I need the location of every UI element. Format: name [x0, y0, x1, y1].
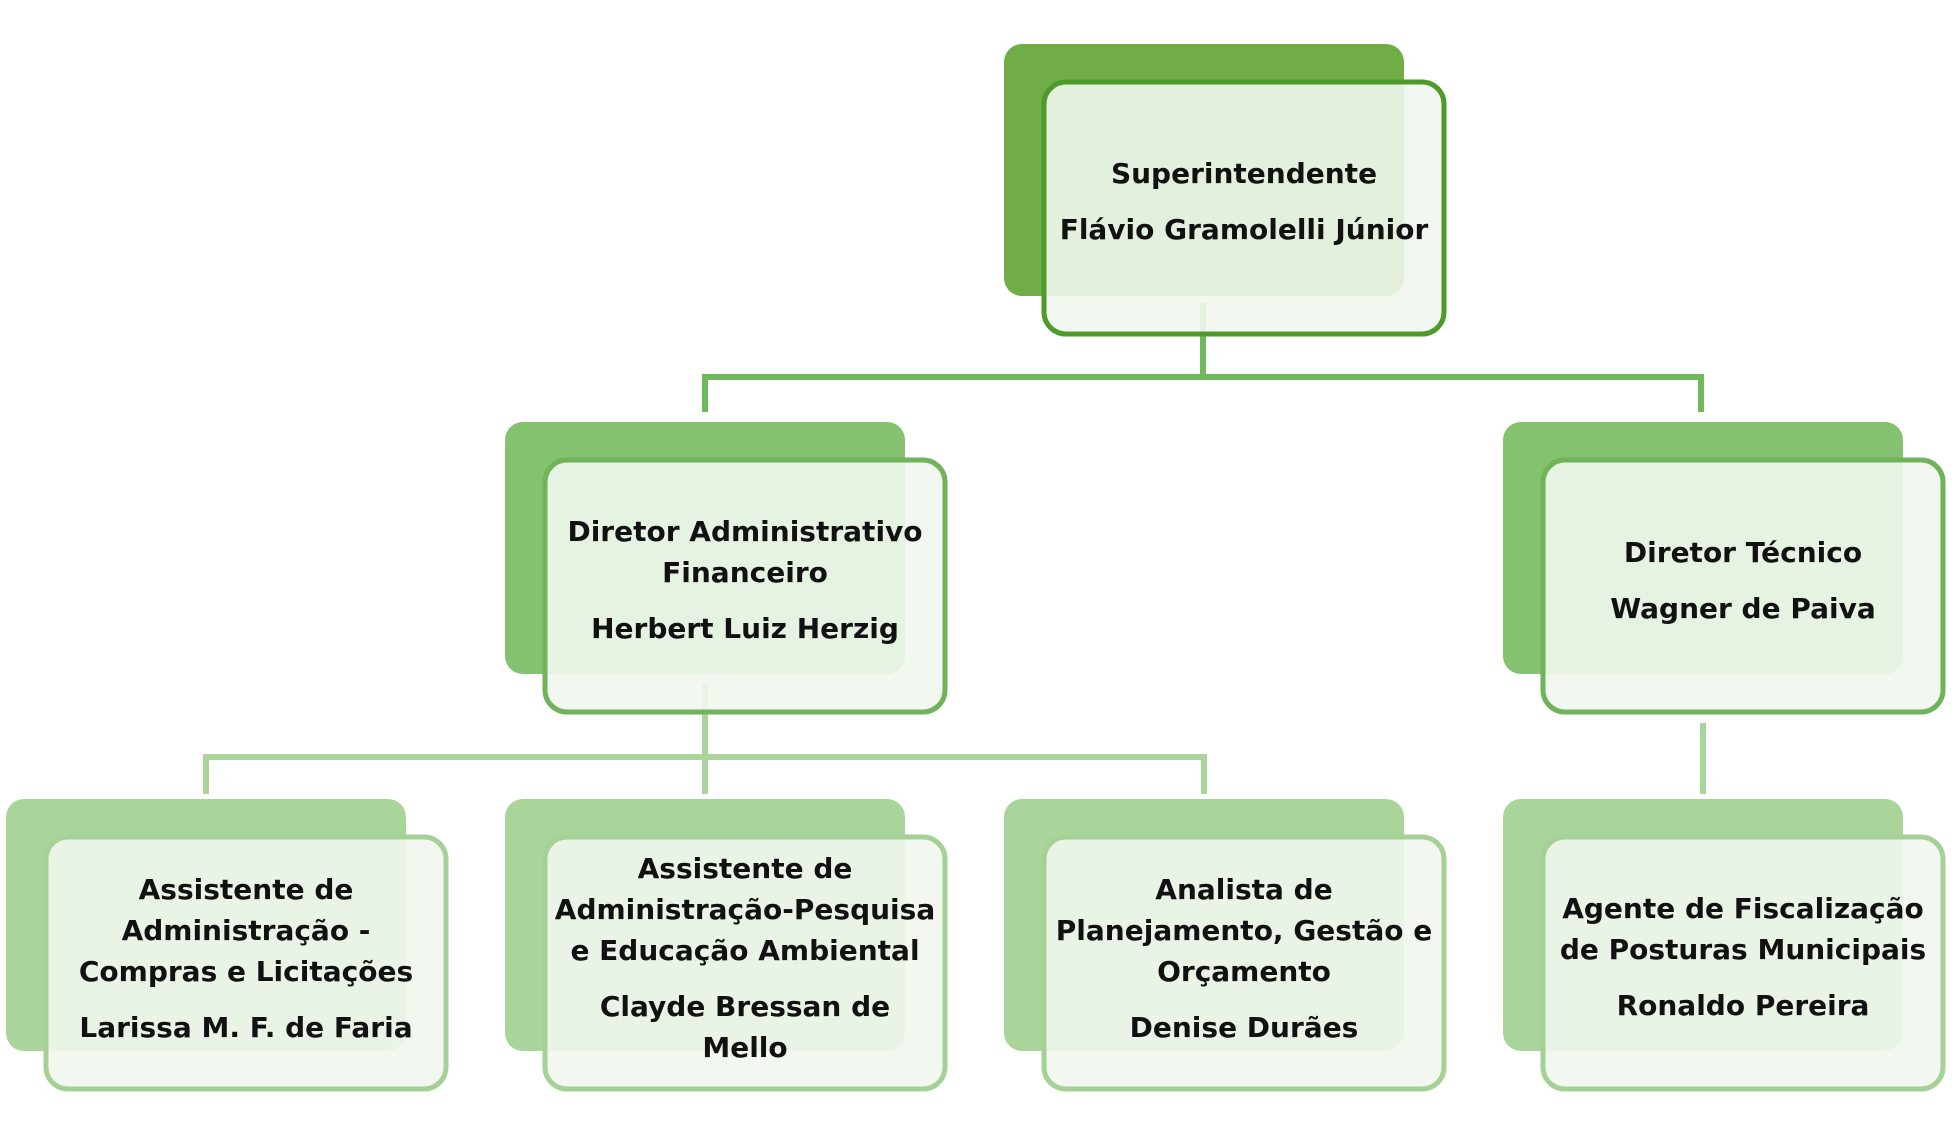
node-front-panel: [1041, 834, 1447, 1092]
node-person-name: Herbert Luiz Herzig: [591, 612, 899, 645]
node-role-line: Diretor Técnico: [1624, 536, 1862, 569]
node-front-panel: [1540, 457, 1946, 715]
node-role-line: Financeiro: [662, 556, 828, 589]
connector-line: [203, 754, 1207, 794]
org-node-agente: Agente de Fiscalização de Posturas Munici…: [1503, 799, 1946, 1092]
org-node-analista: Analista de Planejamento, Gestão e Orçamen…: [1004, 799, 1447, 1092]
node-role-line: Compras e Licitações: [79, 955, 413, 988]
node-person-name: Larissa M. F. de Faria: [79, 1011, 412, 1044]
node-role-line: Analista de: [1155, 873, 1332, 906]
node-person-name: Flávio Gramolelli Júnior: [1060, 213, 1429, 246]
node-front-panel: [1540, 834, 1946, 1092]
node-role-line: Orçamento: [1157, 955, 1331, 988]
node-role-line: e Educação Ambiental: [570, 934, 919, 967]
node-person-name: Ronaldo Pereira: [1617, 989, 1870, 1022]
node-front-panel: [1041, 79, 1447, 337]
node-role-line: Planejamento, Gestão e: [1056, 914, 1432, 947]
node-role-line: Agente de Fiscalização: [1562, 892, 1924, 925]
node-role-line: Administração-Pesquisa: [555, 893, 935, 926]
connector-line: [702, 374, 1704, 412]
node-front-panel: [542, 457, 948, 715]
node-person-name: Clayde Bressan de: [600, 990, 890, 1023]
org-node-assistente-compras: Assistente de Administração - Compras e Li…: [6, 799, 449, 1092]
node-person-name: Wagner de Paiva: [1610, 592, 1876, 625]
node-front-panel: [43, 834, 449, 1092]
node-person-name: Mello: [702, 1031, 787, 1064]
node-role-line: Superintendente: [1111, 157, 1377, 190]
node-role-line: Administração -: [122, 914, 371, 947]
org-node-diretor-adm: Diretor AdministrativoFinanceiroHerbert …: [505, 422, 948, 715]
org-node-assistente-pesquisa: Assistente de Administração-Pesquisa e Edu…: [505, 799, 948, 1092]
node-front-panel: [542, 834, 948, 1092]
node-role-line: Assistente de: [139, 873, 354, 906]
node-role-line: de Posturas Municipais: [1560, 933, 1926, 966]
node-role-line: Assistente de: [638, 852, 853, 885]
node-role-line: Diretor Administrativo: [567, 515, 922, 548]
node-person-name: Denise Durães: [1130, 1011, 1359, 1044]
connectors: [203, 303, 1706, 794]
